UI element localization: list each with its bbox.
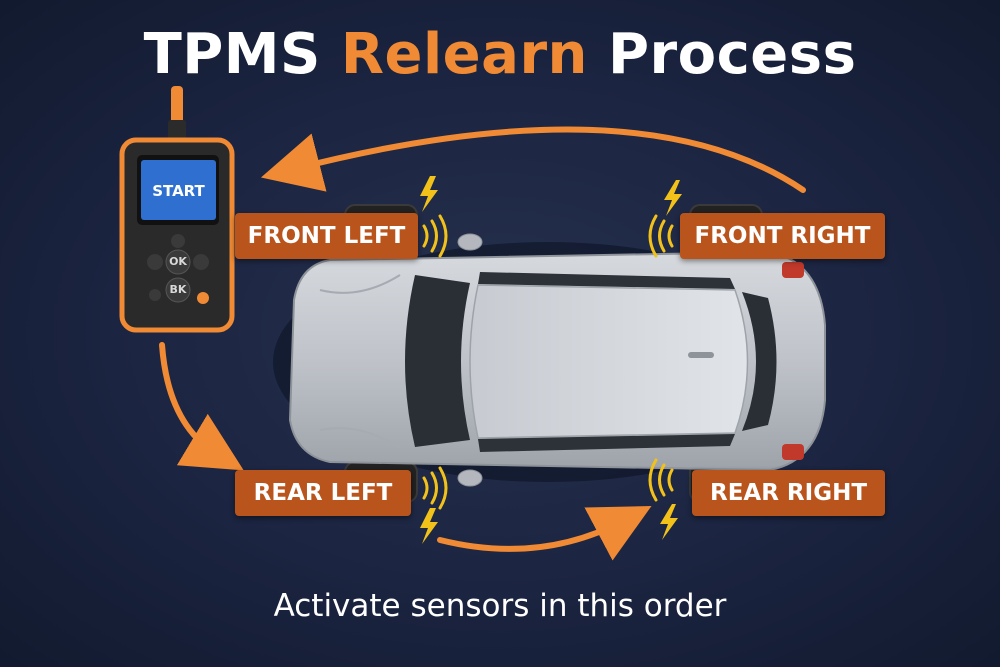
tpms-tool <box>119 86 235 333</box>
bolt-rear-left <box>420 508 438 544</box>
label-rear-left: REAR LEFT <box>235 470 411 516</box>
tail-light-left <box>782 262 804 278</box>
mirror-left <box>457 233 483 251</box>
bolt-front-left <box>420 176 438 212</box>
tool-key-ok-label: OK <box>169 255 187 268</box>
mirror-right <box>457 469 483 487</box>
tool-screen-label: START <box>152 182 205 200</box>
title-part-relearn: Relearn <box>340 22 588 87</box>
tool-key-left <box>147 254 163 270</box>
arrow-tool-to-rear-left <box>159 342 244 471</box>
instruction-text: Activate sensors in this order <box>273 588 727 624</box>
arrow-rear-left-to-rear-right <box>437 505 652 561</box>
bolt-front-right <box>664 180 682 216</box>
tool-key-back <box>165 277 191 303</box>
car-window-right <box>478 434 735 452</box>
signal-waves-front-left <box>422 214 448 258</box>
signal-waves-rear-left <box>422 466 448 510</box>
bolt-rear-right <box>660 504 678 540</box>
signal-waves-front-right <box>648 214 674 258</box>
signal-waves-rear-right <box>648 458 674 502</box>
label-front-right: FRONT RIGHT <box>680 213 885 259</box>
title-part-process: Process <box>607 22 857 87</box>
car-windshield <box>405 275 470 447</box>
tool-key-back-label: BK <box>169 283 187 296</box>
label-rear-right: REAR RIGHT <box>692 470 885 516</box>
label-front-left: FRONT LEFT <box>235 213 418 259</box>
arrow-front-right-to-front-left <box>260 126 806 193</box>
tail-light-right <box>782 444 804 460</box>
tool-screen <box>141 160 216 220</box>
tool-key-up <box>171 234 185 248</box>
title-part-tpms: TPMS <box>143 22 321 87</box>
car-window-left <box>478 272 735 289</box>
tool-key-ok <box>165 249 191 275</box>
car-roof <box>469 284 749 439</box>
diagram-title: TPMS Relearn Process <box>0 22 1000 87</box>
tool-key-right <box>193 254 209 270</box>
tool-key-power <box>197 292 209 304</box>
car-rear-window <box>742 292 777 431</box>
